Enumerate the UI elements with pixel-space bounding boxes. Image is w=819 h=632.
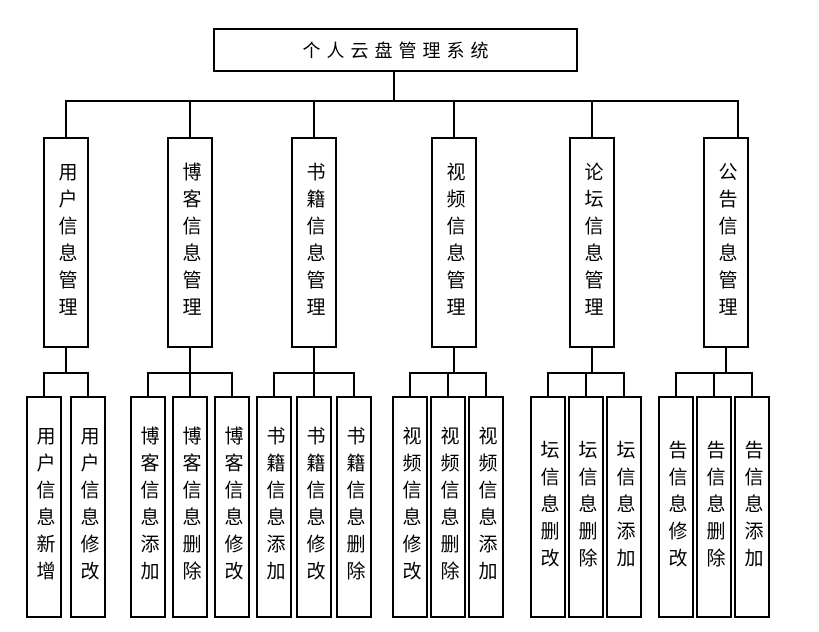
connector-drop — [447, 372, 449, 396]
connector-drop — [591, 100, 593, 137]
connector-drop — [623, 372, 625, 396]
connector-drop — [585, 372, 587, 396]
connector-drop — [147, 372, 149, 396]
leaf-node-blog-delete: 博客信息删除 — [172, 396, 208, 618]
leaf-label: 坛信息删除 — [575, 439, 598, 575]
leaf-node-book-edit: 书籍信息修改 — [296, 396, 332, 618]
connector-stub — [591, 348, 593, 373]
branch-node-notice-info: 公告信息管理 — [703, 137, 749, 348]
leaf-label: 博客信息修改 — [221, 426, 244, 588]
branch-label: 视频信息管理 — [443, 161, 466, 324]
connector-stub — [453, 348, 455, 373]
branch-label: 公告信息管理 — [715, 161, 738, 324]
connector-stub — [313, 348, 315, 373]
connector-drop — [189, 100, 191, 137]
leaf-label: 用户信息新增 — [33, 426, 56, 588]
leaf-node-forum-add: 坛信息添加 — [606, 396, 642, 618]
connector-drop — [485, 372, 487, 396]
connector-drop — [353, 372, 355, 396]
leaf-label: 书籍信息修改 — [303, 426, 326, 588]
connector-trunk — [65, 100, 739, 102]
leaf-node-notice-edit: 告信息修改 — [658, 396, 694, 618]
root-node: 个人云盘管理系统 — [213, 28, 578, 72]
branch-node-forum-info: 论坛信息管理 — [569, 137, 615, 348]
branch-label: 论坛信息管理 — [581, 161, 604, 324]
leaf-node-notice-delete: 告信息删除 — [696, 396, 732, 618]
connector-drop — [751, 372, 753, 396]
connector-drop — [547, 372, 549, 396]
branch-label: 用户信息管理 — [55, 161, 78, 324]
leaf-label: 视频信息删除 — [437, 426, 460, 588]
leaf-node-video-edit: 视频信息修改 — [392, 396, 428, 618]
connector-drop — [675, 372, 677, 396]
connector-root-stub — [393, 72, 395, 101]
leaf-label: 视频信息修改 — [399, 426, 422, 588]
leaf-node-blog-edit: 博客信息修改 — [214, 396, 250, 618]
leaf-label: 书籍信息添加 — [263, 426, 286, 588]
connector-drop — [189, 372, 191, 396]
leaf-label: 告信息删除 — [703, 439, 726, 575]
connector-drop — [713, 372, 715, 396]
branch-label: 博客信息管理 — [179, 161, 202, 324]
leaf-node-book-delete: 书籍信息删除 — [336, 396, 372, 618]
leaf-label: 书籍信息删除 — [343, 426, 366, 588]
connector-drop — [313, 372, 315, 396]
leaf-node-forum-edit: 坛信息删改 — [530, 396, 566, 618]
leaf-node-notice-add: 告信息添加 — [734, 396, 770, 618]
leaf-label: 博客信息添加 — [137, 426, 160, 588]
leaf-node-book-add: 书籍信息添加 — [256, 396, 292, 618]
leaf-node-user-add: 用户信息新增 — [26, 396, 62, 618]
connector-drop — [737, 100, 739, 137]
connector-rail — [43, 372, 89, 374]
leaf-node-user-edit: 用户信息修改 — [70, 396, 106, 618]
connector-drop — [409, 372, 411, 396]
branch-node-book-info: 书籍信息管理 — [291, 137, 337, 348]
branch-node-user-info: 用户信息管理 — [43, 137, 89, 348]
connector-drop — [87, 372, 89, 396]
leaf-label: 告信息添加 — [741, 439, 764, 575]
connector-drop — [43, 372, 45, 396]
leaf-label: 告信息修改 — [665, 439, 688, 575]
connector-drop — [273, 372, 275, 396]
branch-label: 书籍信息管理 — [303, 161, 326, 324]
leaf-label: 坛信息删改 — [537, 439, 560, 575]
leaf-node-video-add: 视频信息添加 — [468, 396, 504, 618]
connector-drop — [231, 372, 233, 396]
connector-drop — [65, 100, 67, 137]
leaf-label: 用户信息修改 — [77, 426, 100, 588]
branch-node-video-info: 视频信息管理 — [431, 137, 477, 348]
branch-node-blog-info: 博客信息管理 — [167, 137, 213, 348]
leaf-node-forum-delete: 坛信息删除 — [568, 396, 604, 618]
leaf-label: 博客信息删除 — [179, 426, 202, 588]
leaf-node-video-delete: 视频信息删除 — [430, 396, 466, 618]
leaf-label: 视频信息添加 — [475, 426, 498, 588]
connector-stub — [189, 348, 191, 373]
connector-drop — [313, 100, 315, 137]
connector-drop — [453, 100, 455, 137]
leaf-label: 坛信息添加 — [613, 439, 636, 575]
connector-stub — [725, 348, 727, 373]
leaf-node-blog-add: 博客信息添加 — [130, 396, 166, 618]
connector-stub — [65, 348, 67, 373]
